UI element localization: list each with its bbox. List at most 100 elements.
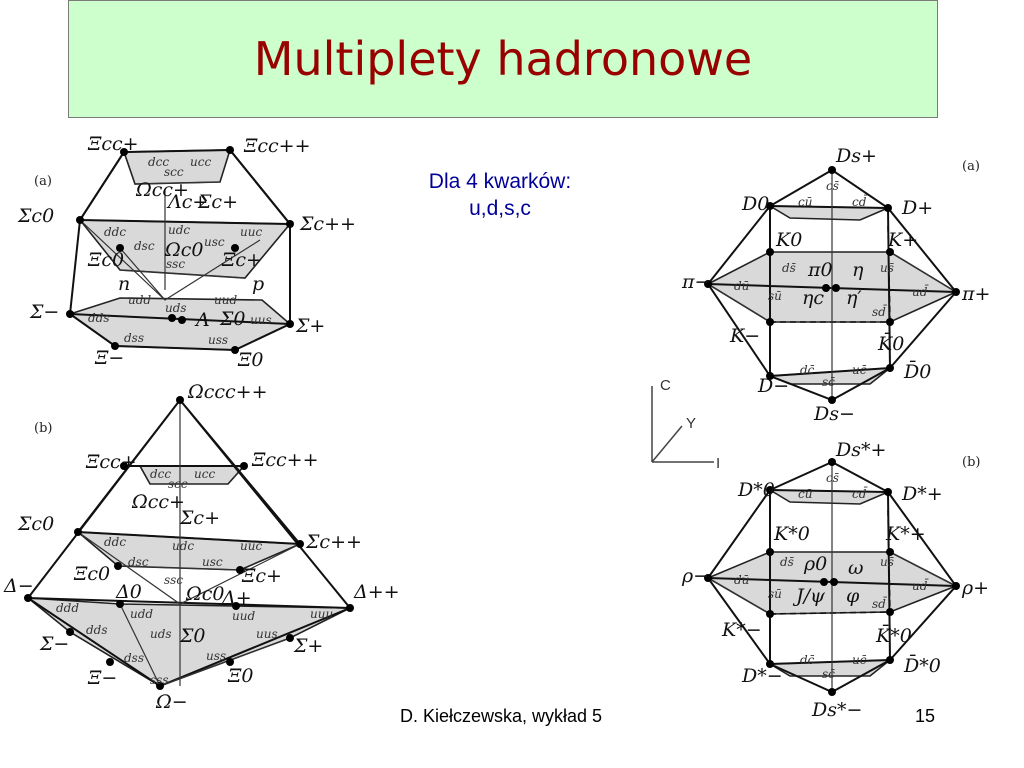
quark-label: us̄ [880, 261, 894, 275]
label: ρ− [681, 565, 709, 587]
label: Ξc+ [241, 565, 282, 587]
label: Σ+ [293, 635, 323, 657]
baryon-b-nodes [24, 396, 354, 690]
baryon-b-labels: Ωccc++ Ξcc+ Ξcc++ Ωcc+ Σc+ Σc0 Σc++ Ξc0 … [3, 381, 400, 713]
quark-label: dss [124, 651, 144, 665]
node [120, 148, 128, 156]
node [120, 462, 128, 470]
quark-label: dū [734, 573, 749, 587]
node [156, 682, 164, 690]
label: D*+ [901, 483, 943, 505]
quark-label: sd̄ [872, 595, 888, 611]
label: Ξcc++ [251, 449, 319, 471]
quark-label: uuc [240, 225, 262, 239]
label: Ξc0 [73, 563, 110, 585]
quark-label: udc [168, 223, 190, 237]
quark-label: usc [202, 555, 223, 569]
label: Ξ0 [237, 349, 263, 371]
quark-label: dū [734, 279, 749, 293]
label: Ωc0 [185, 583, 224, 605]
label: η′ [846, 287, 862, 309]
quark-label: cū [798, 487, 812, 501]
label: Ξ− [87, 667, 117, 689]
quark-label: dsc [134, 239, 155, 253]
title-box: Multiplety hadronowe [68, 0, 938, 118]
label: Ξcc++ [243, 135, 311, 157]
node [232, 602, 240, 610]
label: Σc++ [305, 531, 362, 553]
label: π0 [807, 259, 833, 281]
label: Ξcc+ [85, 451, 137, 473]
node [76, 216, 84, 224]
quark-label: dss [124, 331, 144, 345]
quark-label: sd̄ [872, 303, 888, 319]
quark-label: ucc [194, 467, 215, 481]
label: K+ [887, 229, 918, 251]
baryon-diagram-b: (b) Ωccc++ Ξcc+ Ξcc++ [3, 381, 400, 713]
label: D− [757, 375, 789, 397]
node [296, 540, 304, 548]
quark-label: sc̄ [822, 375, 835, 389]
node [114, 562, 122, 570]
meson-a-nodes [704, 166, 960, 404]
quantum-number-axes: C Y I [651, 377, 720, 472]
node [111, 342, 119, 350]
quark-label: uus [256, 627, 278, 641]
baryon-a-inner-lines [79, 181, 261, 301]
quark-label: udc [172, 539, 194, 553]
node [828, 396, 836, 404]
quark-label: ddc [104, 225, 126, 239]
label: Ds*− [811, 699, 862, 721]
label: φ [846, 585, 860, 607]
label: Ds+ [835, 145, 877, 167]
label: π+ [961, 283, 990, 305]
quark-label: uss [208, 333, 228, 347]
node [766, 610, 774, 618]
node [766, 318, 774, 326]
node [886, 548, 894, 556]
baryon-b-quarks: dcc ucc scc ddc udc uuc dsc usc ssc ddd … [56, 467, 333, 687]
meson-b-tag: (b) [962, 455, 980, 470]
label: D*− [741, 665, 783, 687]
label: Ξc+ [221, 249, 262, 271]
label: Ωccc++ [187, 381, 268, 403]
node [766, 660, 774, 668]
node [346, 604, 354, 612]
label: ρ0 [803, 553, 827, 575]
subtitle: Dla 4 kwarków: u,d,s,c [360, 168, 640, 222]
quark-label: ud̄ [912, 577, 929, 593]
label: Λc+ [166, 191, 208, 213]
quark-label: ucc [190, 155, 211, 169]
quark-label: ssc [164, 573, 183, 587]
quark-label: dcc [150, 467, 171, 481]
quark-label: sū [768, 587, 782, 601]
meson-a-tag: (a) [962, 159, 980, 174]
meson-b-nodes [704, 458, 960, 696]
quark-label: uc̄ [852, 363, 867, 377]
node [884, 488, 892, 496]
quark-label: uuu [310, 607, 333, 621]
axis-lines [651, 386, 714, 463]
node [952, 288, 960, 296]
label: π− [681, 271, 710, 293]
quark-label: ssc [166, 257, 185, 271]
label: D0 [741, 193, 769, 215]
node [886, 608, 894, 616]
node [828, 688, 836, 696]
node [886, 656, 894, 664]
baryon-diagram-a: (a) Ξcc+ Ξcc++ Ωcc+ Λc+ Σc+ Σc0 [17, 133, 356, 371]
quark-label: uss [206, 649, 226, 663]
node [828, 458, 836, 466]
label: J/ψ [792, 585, 826, 607]
label: Σc0 [17, 513, 54, 535]
node [106, 658, 114, 666]
node [24, 594, 32, 602]
label: Δ0 [115, 581, 142, 603]
quark-label: cd̄ [852, 485, 868, 501]
meson-diagram-b: (b) Ds*+ D*0 D*+ K*0 K [681, 439, 989, 721]
label: Ξ0 [227, 665, 253, 687]
quark-label: uuc [240, 539, 262, 553]
node [231, 346, 239, 354]
label: K0 [775, 229, 802, 251]
